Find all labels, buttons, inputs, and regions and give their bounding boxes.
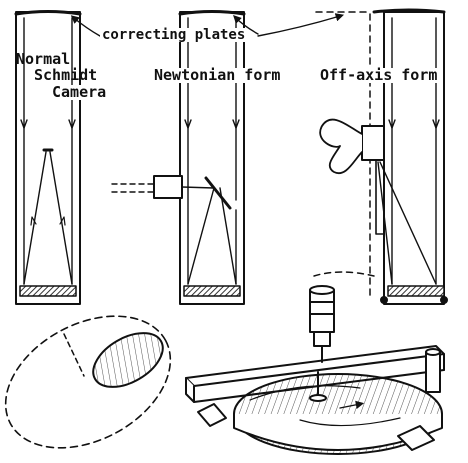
normal-label-line1: Normal [16, 50, 71, 68]
off-axis-label: Off-axis form [318, 66, 440, 84]
normal-label-line2: Schmidt [34, 66, 98, 84]
off-axis-tube [313, 8, 448, 305]
grinding-sketch [4, 315, 172, 449]
normal-label-line3: Camera [52, 83, 107, 101]
newtonian-label: Newtonian form [152, 66, 283, 84]
correcting-plates-label: correcting plates [100, 27, 248, 43]
newtonian-tube [111, 10, 246, 305]
normal-schmidt-tube [14, 10, 82, 305]
correcting-plates-arrows [70, 13, 345, 37]
grinding-machine [185, 285, 445, 455]
